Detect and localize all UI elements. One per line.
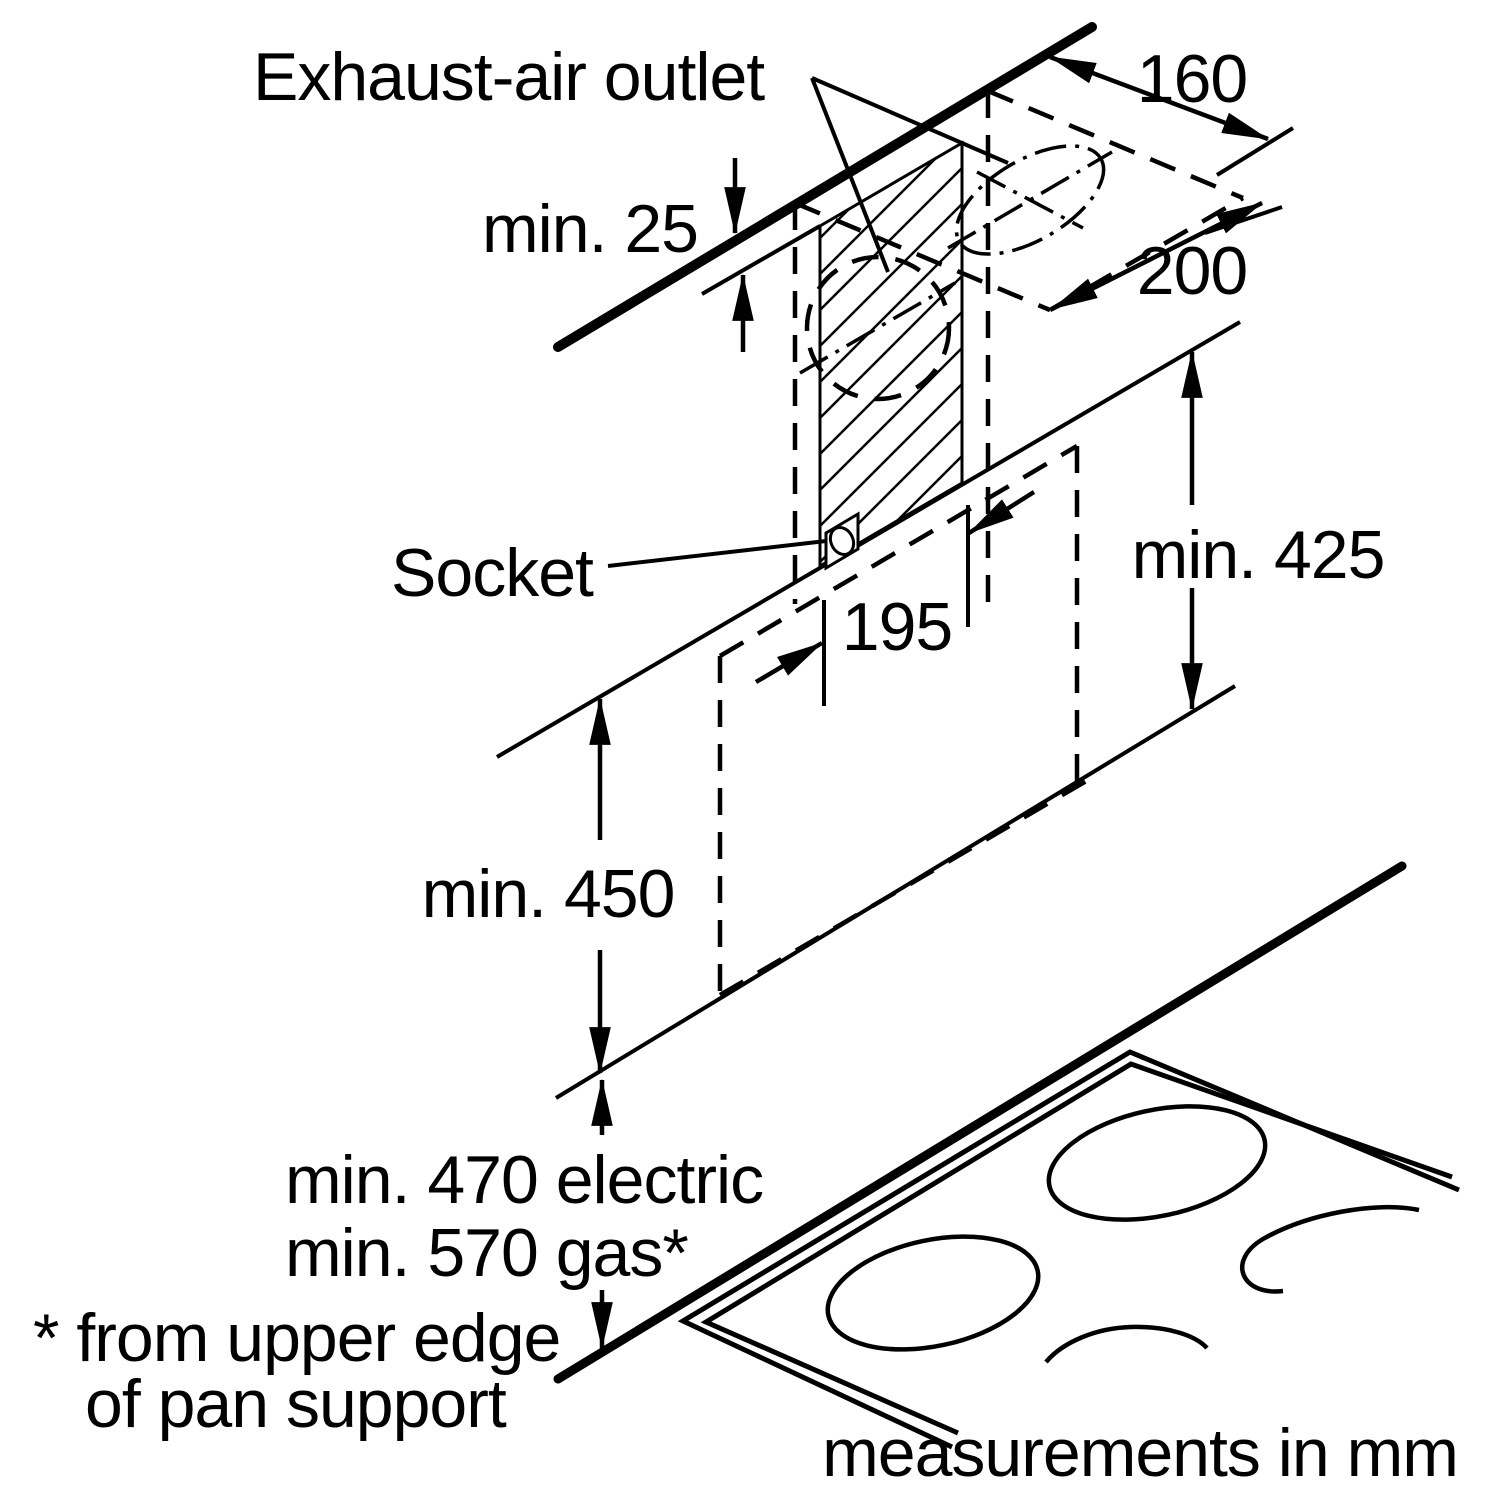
dim-min-470-electric: min. 470 electric <box>285 1142 763 1218</box>
burner-back <box>1046 1104 1268 1222</box>
dim-min-25: min. 25 <box>482 191 698 267</box>
leader-exhaust-to-ceiling-outlet <box>811 76 1009 165</box>
label-socket: Socket <box>391 535 594 611</box>
burner-front-partial <box>1044 1324 1209 1364</box>
ceiling-footprint-left-edge <box>794 200 1051 313</box>
extension-line-200 <box>1204 205 1283 235</box>
leader-exhaust-to-duct-hole <box>810 77 890 273</box>
dim-min-450: min. 450 <box>422 856 675 932</box>
cooktop <box>677 1049 1460 1450</box>
dim-min-425: min. 425 <box>1132 517 1385 593</box>
arrow-195-right <box>967 490 1036 535</box>
footnote-line-2: of pan support <box>85 1366 507 1442</box>
footnote-line-1: * from upper edge <box>33 1300 560 1376</box>
burner-left <box>825 1234 1041 1352</box>
upper-wall-reference-line <box>495 320 1242 759</box>
hood-hidden-outline <box>717 444 1102 997</box>
ceiling-offset-line <box>701 224 821 296</box>
socket-icon <box>824 511 860 571</box>
arrow-195-left <box>754 641 824 684</box>
hood-bottom-reference-line <box>554 684 1237 1100</box>
dimension-arrows <box>589 54 1295 1350</box>
duct-hole-centerline <box>799 281 956 375</box>
label-exhaust-air-outlet: Exhaust-air outlet <box>253 39 765 115</box>
units-note: measurements in mm <box>822 1415 1458 1491</box>
dim-min-570-gas: min. 570 gas* <box>285 1215 688 1291</box>
dim-200: 200 <box>1137 233 1247 309</box>
extension-line-160 <box>1215 126 1295 177</box>
arrow-160 <box>1048 54 1270 142</box>
duct-hole-circle <box>804 254 952 402</box>
outlet-centerline-v <box>976 170 1084 230</box>
burner-right-partial <box>1240 1204 1420 1294</box>
hob-frame-outer <box>677 1049 1460 1450</box>
dim-195: 195 <box>842 589 952 665</box>
arrow-200 <box>1050 200 1264 312</box>
worktop-edge-line <box>553 861 1407 1384</box>
dim-160: 160 <box>1137 41 1247 117</box>
ceiling-line <box>553 22 1097 352</box>
ceiling-footprint-right-edge <box>987 88 1244 201</box>
leader-socket <box>607 539 827 568</box>
hob-frame-inner <box>700 1061 1453 1436</box>
